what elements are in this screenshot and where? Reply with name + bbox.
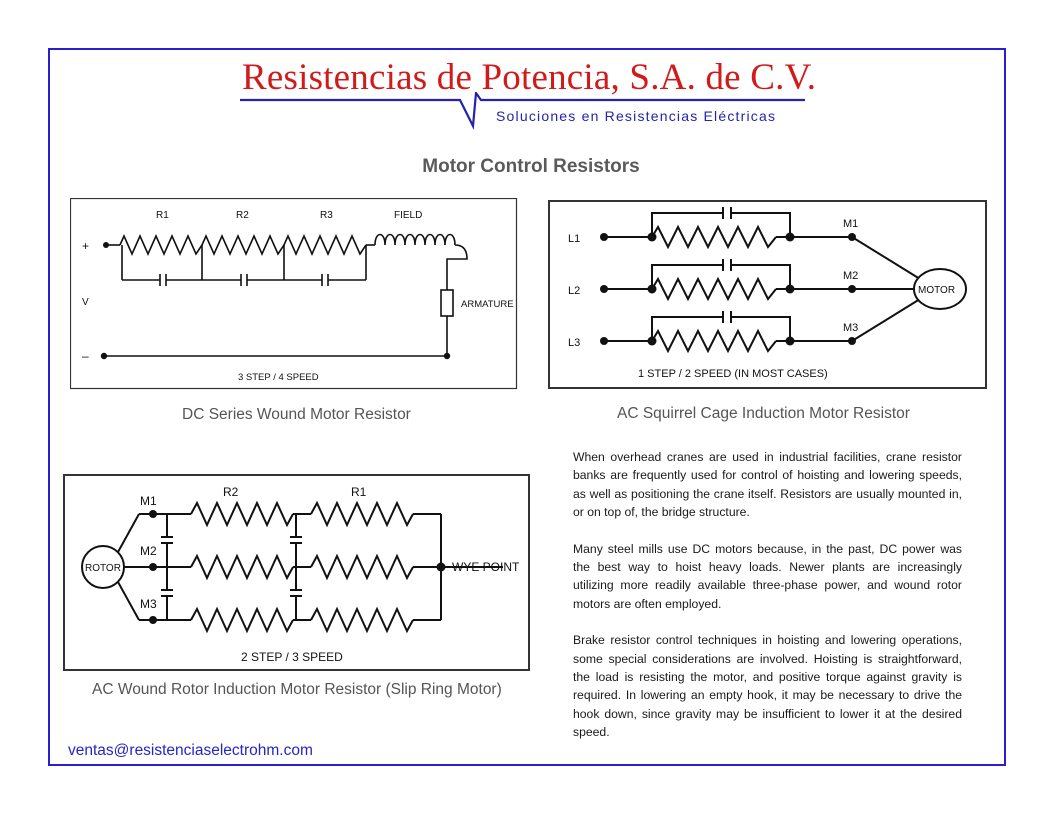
sc-steps-label: 1 STEP / 2 SPEED (IN MOST CASES)	[638, 368, 828, 380]
wr-steps-label: 2 STEP / 3 SPEED	[241, 650, 343, 664]
sc-m2-label: M2	[843, 270, 858, 282]
dc-minus-label: –	[82, 349, 89, 363]
paragraph-steel-mills: Many steel mills use DC motors because, …	[573, 541, 962, 611]
wr-r1-label: R1	[351, 485, 367, 499]
wr-rotor-label: ROTOR	[85, 563, 121, 574]
company-tagline: Soluciones en Resistencias Eléctricas	[496, 108, 777, 124]
dc-field-label: FIELD	[394, 210, 422, 221]
sc-m1-label: M1	[843, 218, 858, 230]
dc-v-label: V	[82, 297, 89, 308]
page-title: Motor Control Resistors	[422, 156, 640, 177]
sc-motor-label: MOTOR	[918, 285, 955, 296]
wound-rotor-diagram: ROTOR M1 M2 M3 R2 R1 WYE POINT 2 STEP / …	[63, 474, 530, 671]
logo-pulse-line	[240, 92, 805, 130]
paragraph-cranes: When overhead cranes are used in industr…	[573, 450, 962, 520]
wr-wye-label: WYE POINT	[452, 560, 520, 574]
wound-rotor-caption: AC Wound Rotor Induction Motor Resistor …	[92, 681, 502, 698]
dc-series-caption: DC Series Wound Motor Resistor	[182, 406, 411, 423]
squirrel-cage-caption: AC Squirrel Cage Induction Motor Resisto…	[617, 405, 910, 422]
dc-r2-label: R2	[236, 210, 249, 221]
dc-r3-label: R3	[320, 210, 333, 221]
body-text: When overhead cranes are used in industr…	[573, 448, 962, 760]
paragraph-brake: Brake resistor control techniques in hoi…	[573, 633, 962, 740]
dc-steps-label: 3 STEP / 4 SPEED	[238, 372, 319, 383]
sc-m3-label: M3	[843, 322, 858, 334]
dc-r1-label: R1	[156, 210, 169, 221]
wr-r2-label: R2	[223, 485, 239, 499]
dc-plus-label: +	[82, 239, 89, 253]
wr-m2-label: M2	[140, 544, 157, 558]
dc-series-diagram: R1 R2 R3 FIELD + V – ARMATURE 3 STEP / 4…	[70, 198, 518, 390]
wr-m1-label: M1	[140, 494, 157, 508]
sc-l1-label: L1	[568, 233, 580, 245]
page-frame	[48, 48, 1006, 766]
company-name: Resistencias de Potencia, S.A. de C.V.	[242, 57, 817, 98]
sc-l3-label: L3	[568, 337, 580, 349]
wr-m3-label: M3	[140, 597, 157, 611]
contact-email-link[interactable]: ventas@resistenciaselectrohm.com	[68, 742, 313, 759]
sc-l2-label: L2	[568, 285, 580, 297]
squirrel-cage-diagram: L1 L2 L3 M1 M2 M3 MOTOR 1 STEP / 2 SPEED…	[548, 200, 987, 389]
dc-armature-label: ARMATURE	[461, 299, 514, 310]
